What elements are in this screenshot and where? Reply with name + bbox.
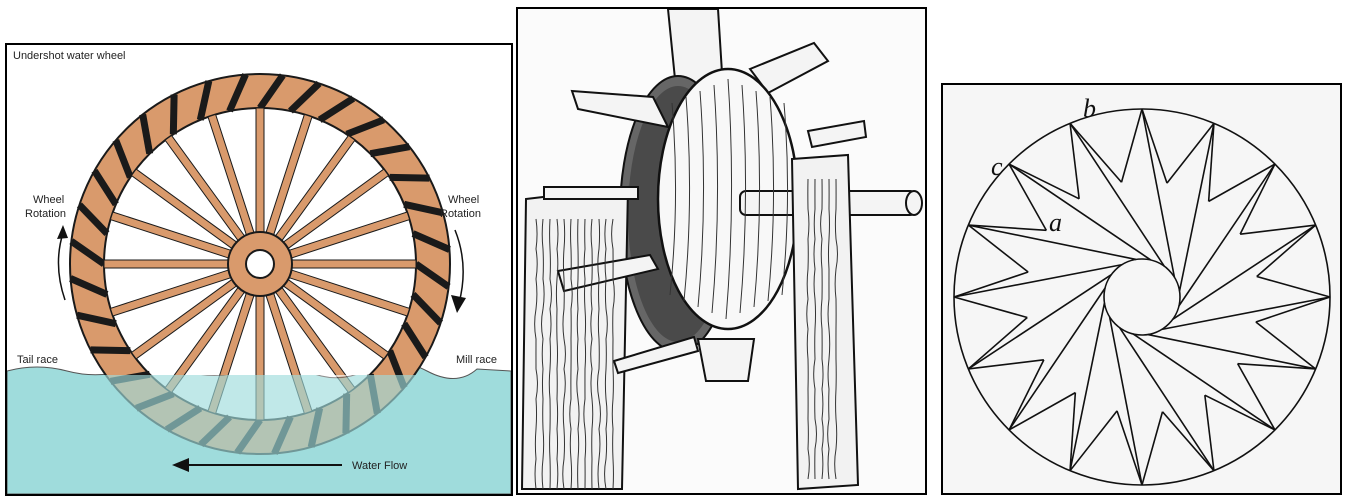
label-a: a	[1049, 208, 1062, 237]
wheel-rotation-right-line2: Rotation	[440, 208, 481, 220]
rotation-arrowhead-right-icon	[451, 295, 466, 313]
wheel-rotation-left-line1: Wheel	[33, 194, 64, 206]
geometric-wheel-diagram: b c a	[941, 83, 1342, 495]
diagram-title: Undershot water wheel	[13, 50, 126, 62]
rotation-arrow-left-icon	[58, 233, 65, 300]
tail-race-label: Tail race	[17, 354, 58, 366]
wooden-wheel-engraving-icon	[518, 9, 925, 493]
wheel-rotation-right-line1: Wheel	[448, 194, 479, 206]
geometric-wheel-svg: b c a	[943, 85, 1340, 493]
rotation-arrow-right-icon	[455, 230, 463, 303]
mill-race-label: Mill race	[456, 354, 497, 366]
water-flow-label: Water Flow	[352, 460, 407, 472]
rotation-arrowhead-left-icon	[57, 225, 68, 239]
wheel-rotation-left-line2: Rotation	[25, 208, 66, 220]
label-c: c	[991, 152, 1003, 181]
label-b: b	[1083, 94, 1096, 123]
undershot-wheel-svg: Undershot water wheel Wheel Rotation Whe…	[7, 45, 511, 494]
undershot-wheel-diagram: Undershot water wheel Wheel Rotation Whe…	[5, 43, 513, 496]
wooden-wheel-illustration	[516, 7, 927, 495]
